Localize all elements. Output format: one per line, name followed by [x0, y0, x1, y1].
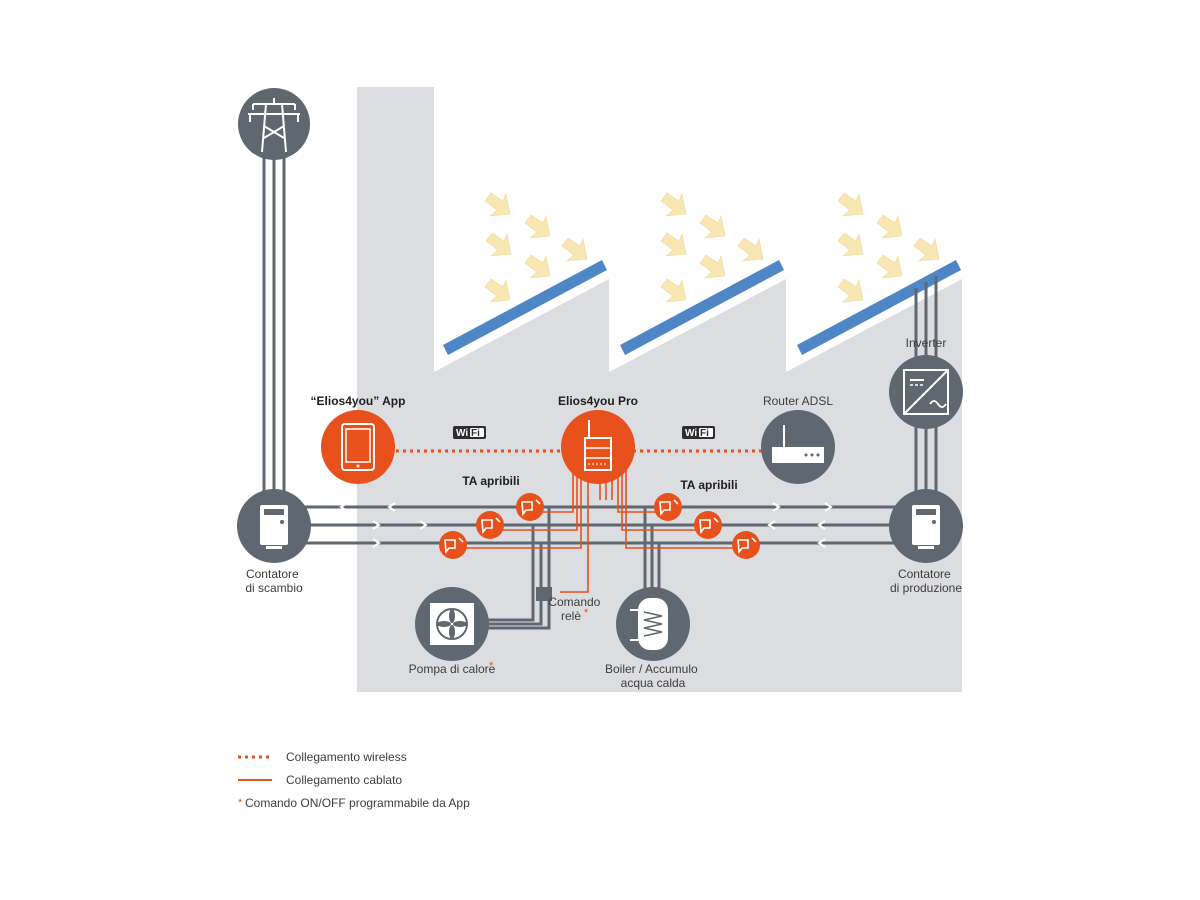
legend-wired-label: Collegamento cablato [286, 773, 402, 787]
wired-connections [455, 470, 746, 593]
grid-cables [262, 150, 286, 495]
svg-text:Wi: Wi [456, 428, 468, 439]
app-node[interactable] [321, 410, 395, 484]
legend-note-mark: * [238, 797, 243, 809]
current-clamp-icon [439, 531, 467, 559]
factory-building [357, 87, 962, 692]
ta-clamps [439, 493, 760, 559]
heat-pump-node [415, 587, 489, 661]
inverter-label: Inverter [906, 336, 947, 350]
power-pylon-icon [238, 88, 310, 160]
current-clamp-icon [476, 511, 504, 539]
grid-node [238, 88, 310, 160]
hub-node [561, 410, 635, 484]
exchange-meter-label: Contatore di scambio [245, 567, 303, 595]
current-clamp-icon [654, 493, 682, 521]
current-clamp-icon [516, 493, 544, 521]
current-clamp-icon [732, 531, 760, 559]
solar-panel-3 [797, 260, 961, 355]
production-meter-node [889, 489, 963, 563]
heat-pump-asterisk: * [489, 660, 494, 672]
exchange-meter-node [237, 489, 311, 563]
wifi-badge-right: Wi Fi [682, 426, 715, 439]
app-label: “Elios4you” App [311, 394, 406, 408]
legend-note-label: Comando ON/OFF programmabile da App [245, 796, 470, 810]
flow-arrows [339, 502, 833, 548]
solar-panel-2 [620, 260, 784, 355]
svg-text:Wi: Wi [685, 428, 697, 439]
wifi-badge-left: Wi Fi [453, 426, 486, 439]
boiler-label: Boiler / Accumulo acqua calda [605, 662, 701, 690]
router-node [761, 410, 835, 484]
relay-asterisk: * [584, 607, 589, 619]
router-label: Router ADSL [763, 394, 833, 408]
relay-junction-box [536, 587, 552, 601]
elios4you-device-icon [561, 410, 635, 484]
legend: Collegamento wireless Collegamento cabla… [238, 750, 470, 810]
hub-label: Elios4you Pro [558, 394, 638, 408]
ta-left-label: TA apribili [462, 474, 519, 488]
solar-panels [443, 260, 961, 355]
tablet-icon[interactable] [321, 410, 395, 484]
relay-label: Comando relè [548, 595, 603, 623]
production-meter-label: Contatore di produzione [890, 567, 962, 595]
heat-pump-label: Pompa di calore [409, 662, 496, 676]
inverter-node [889, 355, 963, 429]
boiler-node [616, 587, 690, 661]
current-clamp-icon [694, 511, 722, 539]
svg-text:Fi: Fi [471, 428, 480, 439]
legend-wireless-label: Collegamento wireless [286, 750, 407, 764]
svg-text:Fi: Fi [700, 428, 709, 439]
ta-right-label: TA apribili [680, 478, 737, 492]
sunlight-arrows [484, 192, 940, 303]
main-cables [300, 505, 900, 545]
solar-panel-1 [443, 260, 607, 355]
